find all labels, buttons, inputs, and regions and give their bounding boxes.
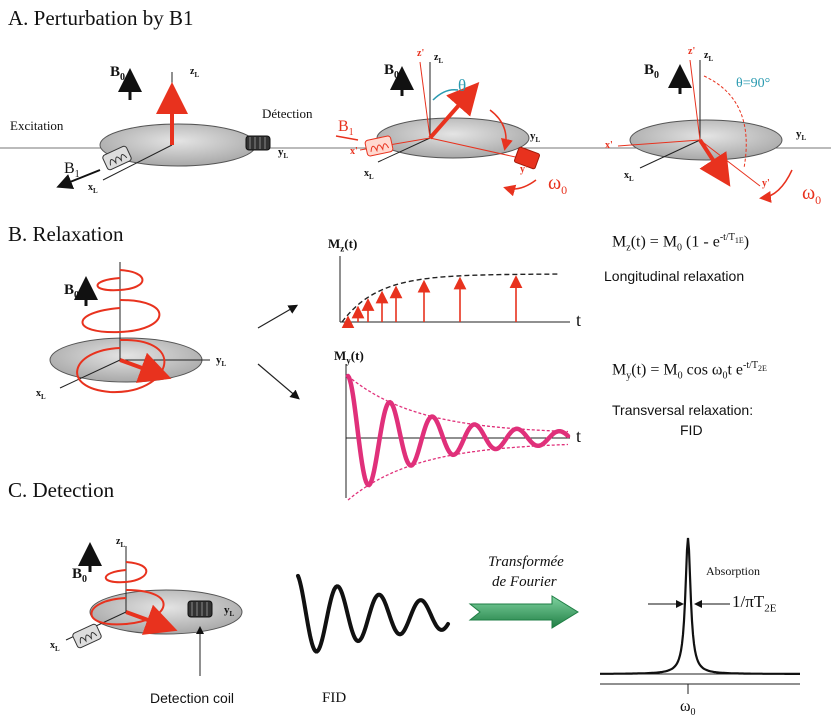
section-b-title: B. Relaxation (8, 222, 124, 246)
a1-detection-coil (245, 135, 271, 151)
a2-yprime-axis (429, 137, 521, 159)
transversal-fid-label: FID (680, 422, 703, 438)
panel-b-precession (49, 262, 210, 394)
c-fid-wave (296, 573, 450, 654)
a3-yl-label: yL (796, 128, 807, 143)
a3-rotation-path (703, 75, 747, 169)
a2-xprime-label: x' (350, 146, 358, 157)
mz-axis-label: Mz(t) (328, 236, 358, 254)
panel-a1 (56, 68, 271, 189)
b-arrow-to-mz (257, 304, 299, 329)
panel-a2 (335, 61, 541, 197)
b-magnetization-vector (119, 352, 172, 383)
a2-rotating-coil (513, 146, 541, 170)
a2-b0-label: B0 (384, 62, 400, 81)
a2-theta-arc (432, 88, 459, 101)
absorption-label: Absorption (706, 564, 760, 578)
a3-zprime-label: z' (688, 46, 696, 57)
c-detection-coil (187, 600, 213, 618)
mz-recovery-curve (341, 273, 558, 323)
my-envelope-top (347, 375, 568, 433)
my-fid-wave (345, 373, 571, 488)
fid-label: FID (322, 690, 347, 706)
longitudinal-relaxation-label: Longitudinal relaxation (604, 268, 745, 284)
c-b0-label: B0 (72, 566, 88, 585)
my-equation: My(t) = M0 cos ω0t e-t/T2E (612, 360, 767, 382)
a3-yprime-label: y' (762, 178, 770, 189)
lorentzian-peak (600, 537, 800, 675)
transversal-relaxation-label: Transversal relaxation: (612, 402, 754, 418)
a2-yprime-label: y' (520, 164, 528, 175)
a2-b1-line (335, 135, 359, 141)
a1-b1-label: B1 (64, 160, 80, 181)
b-xl-label: xL (36, 388, 46, 401)
c-yl-label: yL (224, 604, 235, 619)
a1-excitation-label: Excitation (10, 118, 64, 133)
a2-zprime-axis (419, 61, 431, 139)
a1-excitation-coil (102, 145, 132, 171)
a2-xl-label: xL (364, 168, 374, 181)
a2-theta-label: θ (458, 76, 467, 95)
a2-omega-label: ω0 (548, 172, 568, 197)
a2-yl-label: yL (530, 130, 541, 145)
my-axis-label: My(t) (334, 348, 364, 366)
a2-rotation-arrow (489, 109, 513, 151)
a2-b1-label: B1 (338, 118, 354, 139)
a3-b0-label: B0 (644, 62, 660, 81)
a3-x-axis (639, 139, 701, 169)
a1-yl-label: yL (278, 146, 289, 161)
section-a-title: A. Perturbation by B1 (8, 6, 194, 30)
a2-magnetization-vector (428, 81, 480, 140)
omega0-label: ω0 (680, 698, 696, 719)
a3-omega-arrow (759, 169, 793, 203)
a2-zl-label: zL (434, 52, 444, 65)
transform-label-2: de Fourier (492, 574, 557, 590)
a1-zl-label: zL (190, 66, 200, 79)
linewidth-label: 1/πT2E (732, 592, 777, 615)
a2-x-axis (377, 137, 431, 163)
a2-excitation-coil (364, 135, 394, 157)
a1-detection-label: Détection (262, 106, 313, 121)
transform-label-1: Transformée (488, 554, 564, 570)
fourier-arrow (468, 595, 579, 629)
a1-b1-arrow (56, 169, 101, 189)
a3-disk (629, 119, 783, 161)
section-c-title: C. Detection (8, 478, 115, 502)
a2-zprime-label: z' (417, 48, 425, 59)
mz-equation: Mz(t) = M0 (1 - e-t/T1E) (612, 232, 750, 254)
a2-omega-arrow (503, 179, 537, 197)
my-t-label: t (576, 426, 582, 446)
mz-plot (339, 256, 570, 329)
detection-coil-label: Detection coil (150, 690, 235, 706)
mz-t-label: t (576, 310, 582, 330)
c-precession-spiral (90, 561, 165, 626)
a1-x-axis (102, 144, 173, 181)
b-arrow-to-my (257, 363, 300, 400)
a3-zl-label: zL (704, 50, 714, 63)
spectrum-plot (600, 537, 800, 694)
a3-xl-label: xL (624, 170, 634, 183)
my-plot (345, 364, 571, 501)
a1-xl-label: xL (88, 182, 98, 195)
b-precession-spiral (76, 269, 166, 394)
panel-c-coil (65, 542, 243, 676)
c-magnetization-vector (125, 604, 178, 635)
a1-b0-label: B0 (110, 64, 126, 83)
c-left-coil (72, 623, 102, 649)
a3-theta90-label: θ=90° (736, 76, 771, 91)
panel-a3 (617, 59, 793, 203)
b-x-axis (59, 359, 121, 389)
b-b0-label: B0 (64, 282, 80, 301)
a3-magnetization-vector (698, 138, 731, 187)
c-xl-label: xL (50, 640, 60, 653)
mz-stems (341, 275, 523, 329)
c-zl-label: zL (116, 536, 126, 549)
a3-xprime-label: x' (605, 140, 613, 151)
b-yl-label: yL (216, 354, 227, 369)
a3-omega-label: ω0 (802, 182, 822, 207)
